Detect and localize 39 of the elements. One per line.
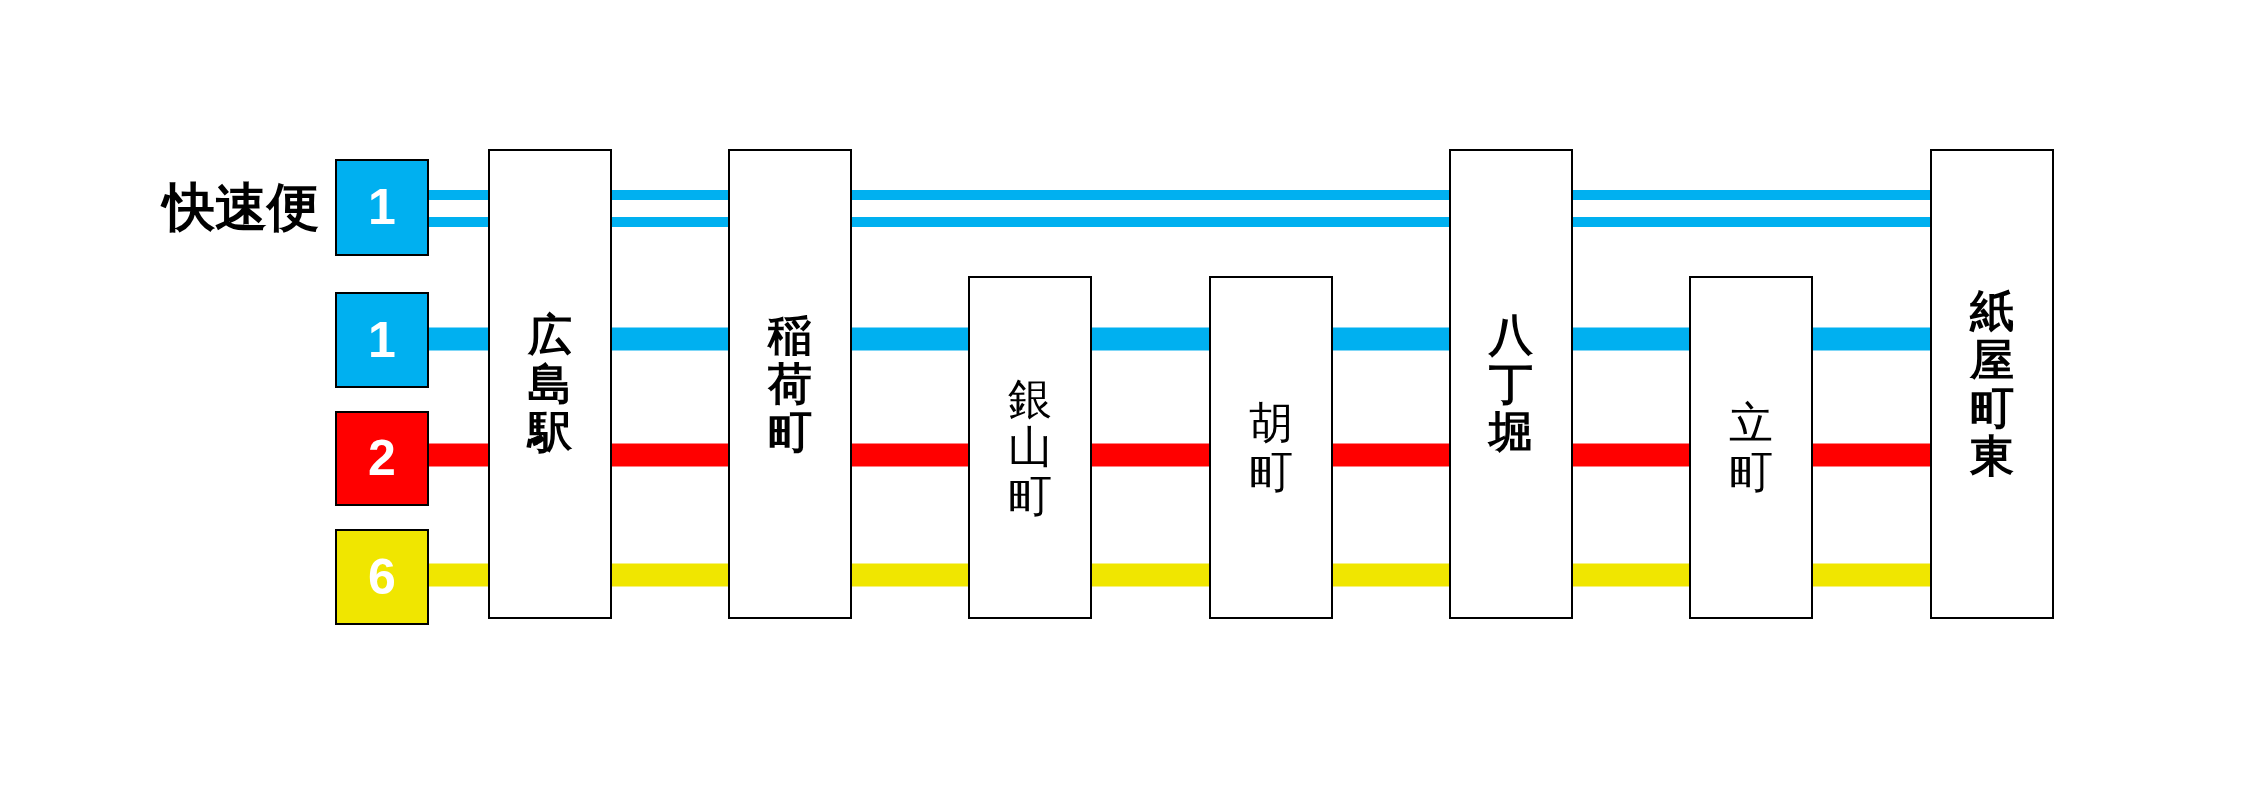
station-name: 立町 (1729, 399, 1773, 496)
station-box (968, 276, 1092, 619)
route-line (612, 563, 728, 587)
route-line (429, 443, 488, 467)
route-line (1813, 563, 1930, 587)
station-name: 八丁堀 (1489, 311, 1533, 457)
station-name: 稲荷町 (768, 311, 812, 457)
route-line (1573, 443, 1689, 467)
route-line (612, 443, 728, 467)
station-box (1930, 149, 2054, 619)
station-name: 紙屋町東 (1970, 287, 2014, 481)
route-line (1813, 327, 1930, 351)
route-number-badge: 1 (335, 292, 429, 388)
route-line (1333, 443, 1449, 467)
route-line (1092, 327, 1209, 351)
route-line (852, 327, 968, 351)
station-name: 胡町 (1249, 399, 1293, 496)
route-line (1092, 443, 1209, 467)
route-line (1573, 563, 1689, 587)
station-box (1449, 149, 1573, 619)
route-line (1092, 563, 1209, 587)
route-line (1813, 443, 1930, 467)
route-line (852, 563, 968, 587)
route-number-badge: 1 (335, 159, 429, 256)
station-box (728, 149, 852, 619)
station-name: 銀山町 (1008, 374, 1052, 521)
route-line (612, 327, 728, 351)
station-box (488, 149, 612, 619)
station-name: 広島駅 (528, 311, 572, 457)
route-number-badge: 6 (335, 529, 429, 625)
route-line (1333, 563, 1449, 587)
route-line (429, 327, 488, 351)
route-line (852, 443, 968, 467)
station-box (1689, 276, 1813, 619)
route-line (429, 563, 488, 587)
route-number-badge: 2 (335, 411, 429, 506)
route-line (1333, 327, 1449, 351)
route-line (1573, 327, 1689, 351)
station-box (1209, 276, 1333, 619)
